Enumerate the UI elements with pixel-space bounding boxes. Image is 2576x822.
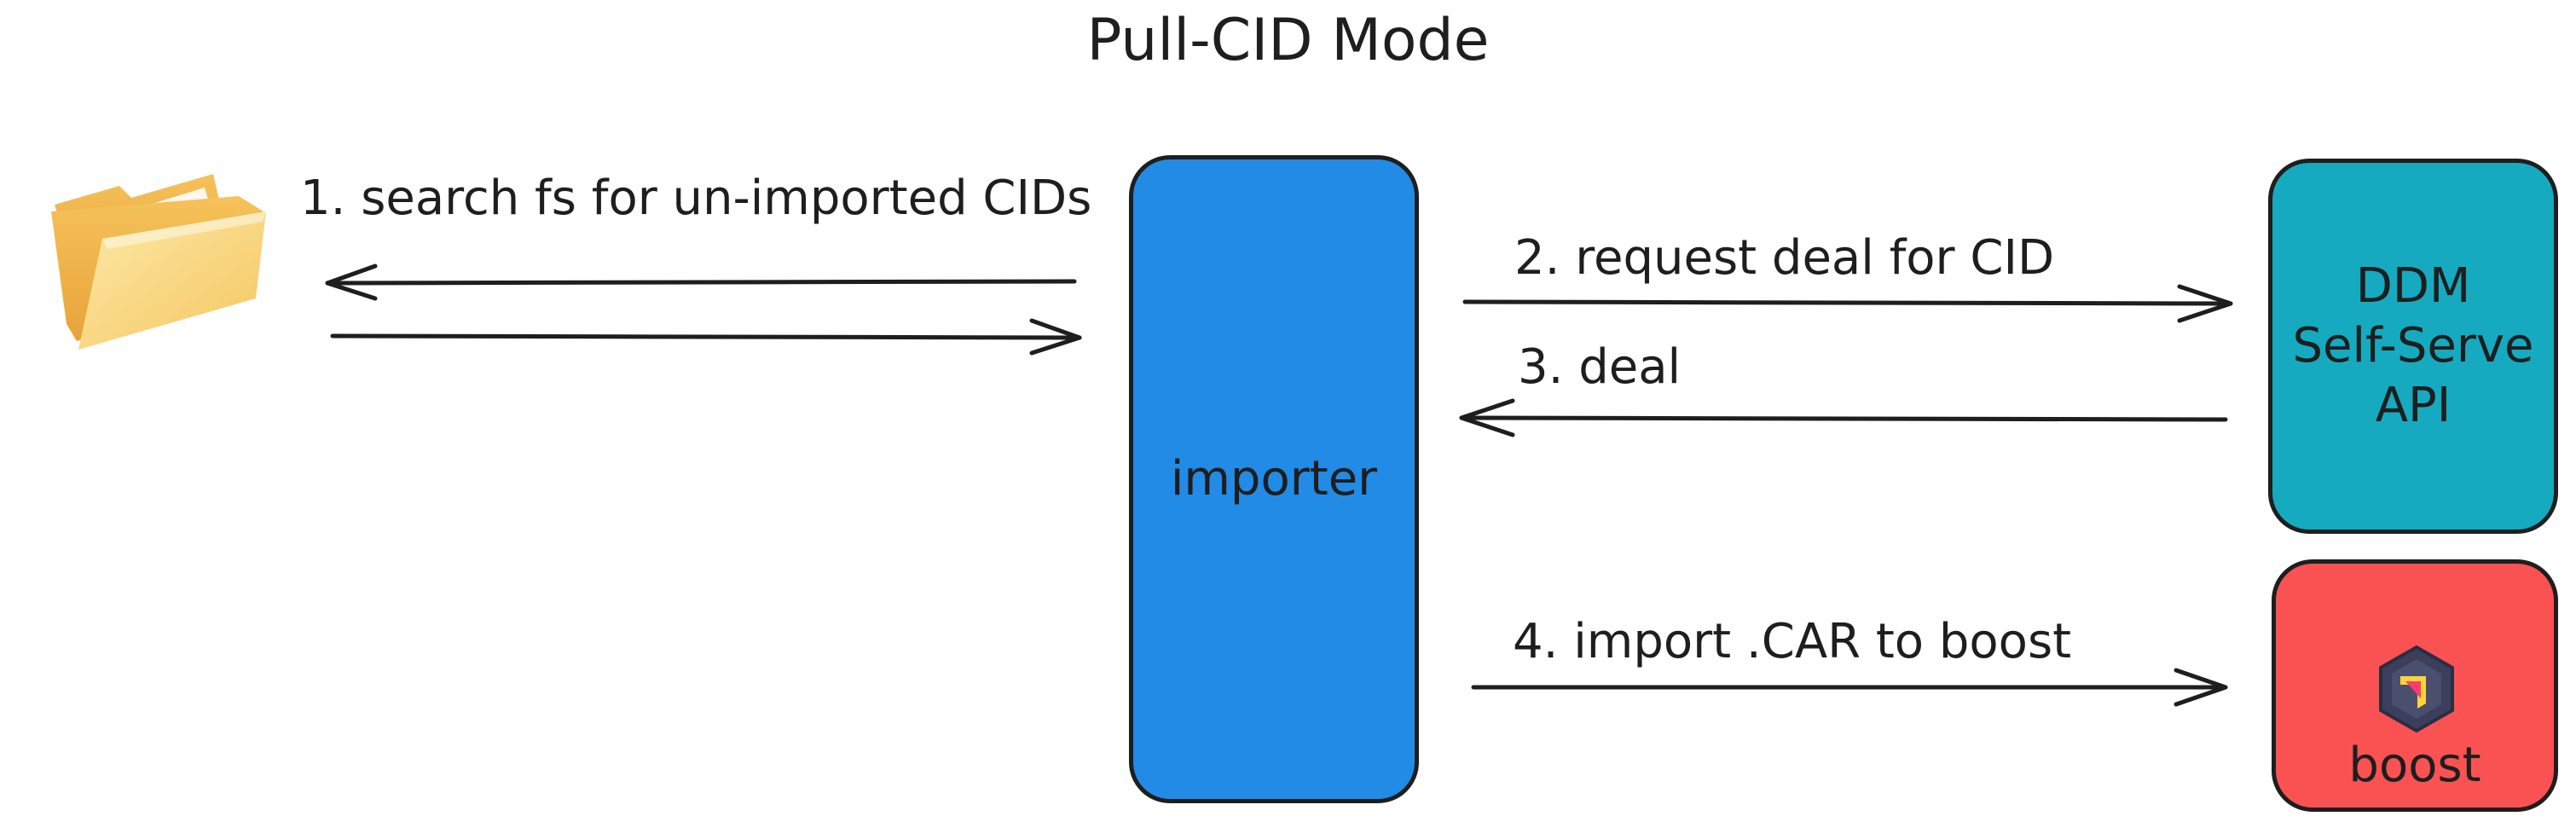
diagram-title: Pull-CID Mode: [1086, 7, 1490, 74]
boost-node: boost: [2272, 559, 2558, 812]
edge-2-arrow: [1462, 284, 2233, 323]
ddm-label-line-3: API: [2375, 378, 2452, 433]
edge-4-label: 4. import .CAR to boost: [1513, 614, 2072, 669]
folder-icon: [51, 174, 266, 350]
edge-1-arrow-to-importer: [330, 318, 1082, 356]
ddm-label-line-2: Self-Serve: [2292, 318, 2534, 373]
edge-4-arrow: [1471, 668, 2228, 707]
ddm-label-line-1: DDM: [2355, 258, 2471, 314]
importer-node: importer: [1129, 155, 1419, 803]
importer-label: importer: [1170, 451, 1378, 507]
edge-1-arrow-to-folder: [325, 263, 1077, 301]
ddm-api-node: DDM Self-Serve API: [2268, 159, 2558, 534]
boost-logo-icon: [2379, 645, 2454, 733]
edge-2-label: 2. request deal for CID: [1514, 230, 2055, 286]
edge-3-label: 3. deal: [1518, 339, 1682, 395]
edge-1-label: 1. search fs for un-imported CIDs: [300, 171, 1092, 226]
edge-3-arrow: [1459, 398, 2228, 437]
boost-label: boost: [2348, 738, 2481, 793]
